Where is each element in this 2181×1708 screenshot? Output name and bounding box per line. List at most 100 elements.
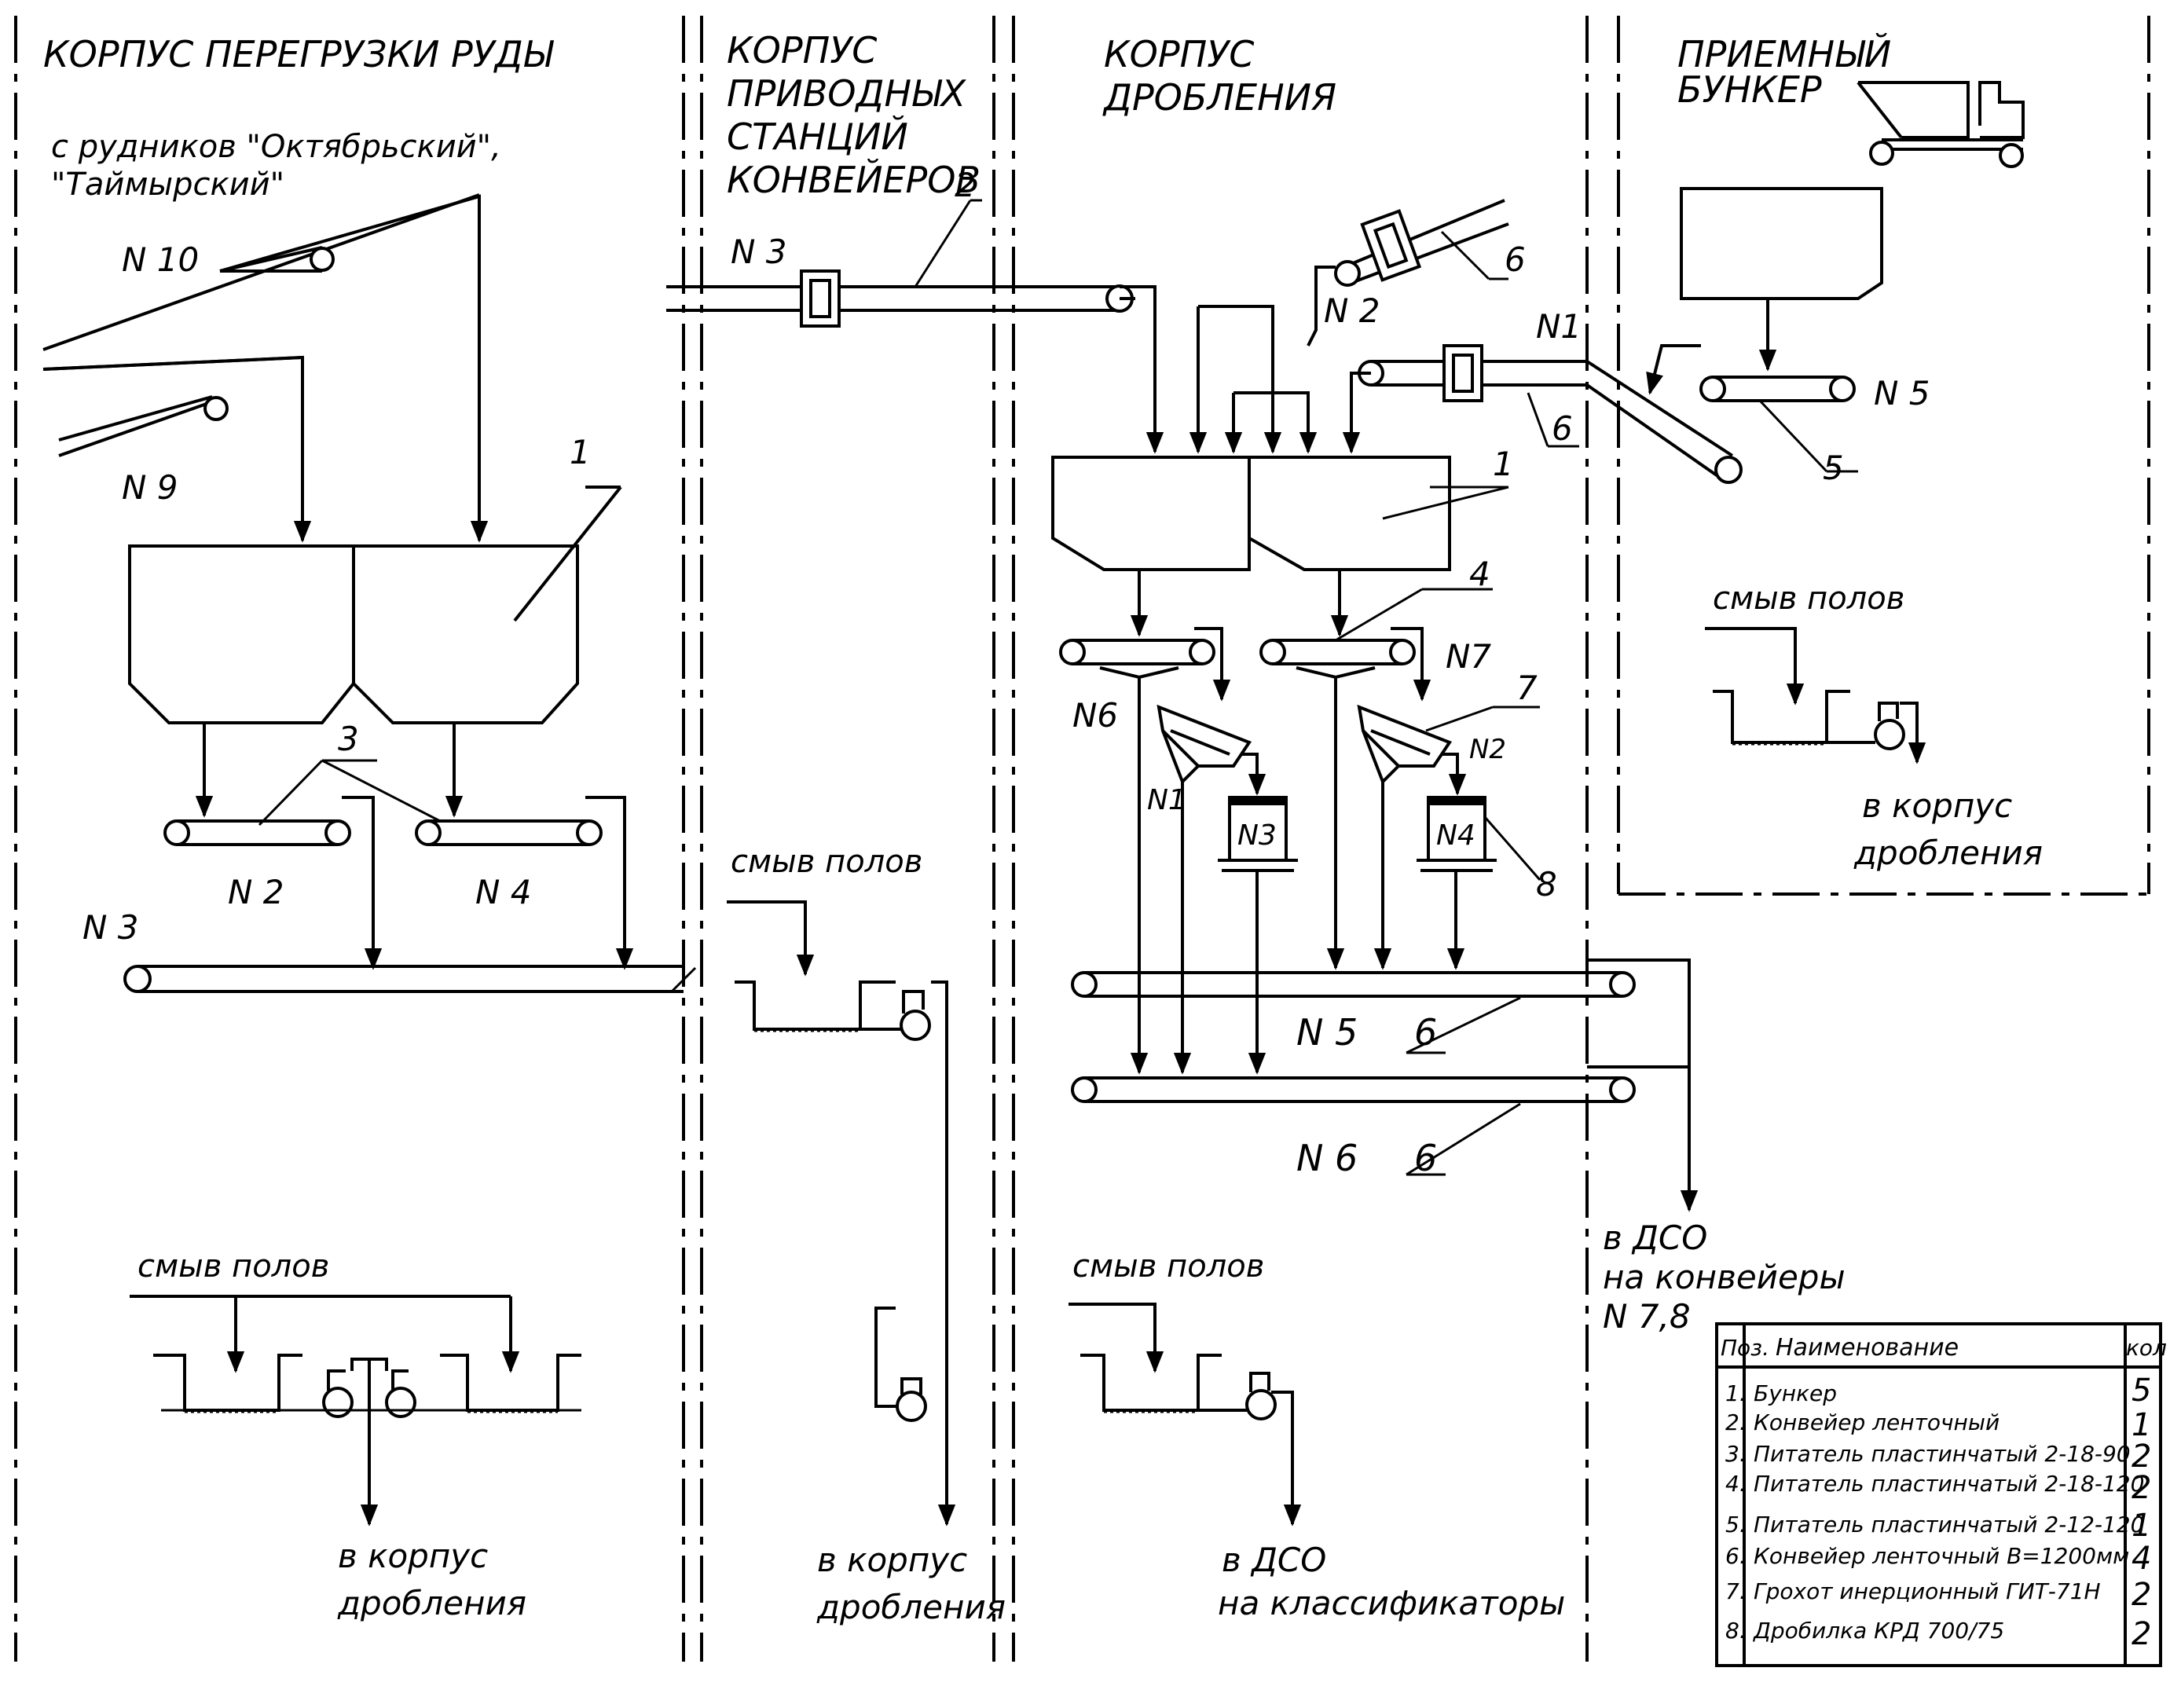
section-crushing-line-1: КОРПУС: [1104, 33, 1254, 75]
table-row: 7. Грохот инерционный ГИТ-71Н 2: [1725, 1577, 2151, 1613]
svg-text:5.: 5.: [1725, 1512, 1747, 1538]
svg-text:Питатель пластинчатый 2-18-90: Питатель пластинчатый 2-18-90: [1754, 1441, 2131, 1467]
dest-mid-line-2: дробления: [816, 1588, 1006, 1626]
receiving-bunker-area: N 5 5 смыв полов в корпус дробления: [1646, 81, 2043, 872]
label-n6-a: N6: [1072, 696, 1118, 735]
svg-text:Питатель пластинчатый 2-18-120: Питатель пластинчатый 2-18-120: [1754, 1471, 2144, 1497]
floor-wash-crushing: смыв полов в ДСО на классификаторы: [1069, 1248, 1565, 1622]
svg-text:2: 2: [2132, 1470, 2151, 1506]
label-pos-3: 3: [338, 720, 359, 758]
dest-mid-line-1: в корпус: [817, 1541, 967, 1579]
table-row: 2. Конвейер ленточный 1: [1725, 1407, 2151, 1443]
bunker-pair-left: 1: [128, 433, 622, 724]
svg-text:Питатель пластинчатый 2-12-120: Питатель пластинчатый 2-12-120: [1754, 1512, 2144, 1538]
label-n2-left: N 2: [228, 873, 284, 911]
floor-wash-middle: смыв полов в корпус дробления: [727, 844, 1006, 1626]
svg-text:7.: 7.: [1725, 1578, 1747, 1604]
dest-left-line-2: дробления: [337, 1584, 526, 1622]
label-pos-5: 5: [1823, 449, 1844, 487]
floor-wash-crushing-label: смыв полов: [1072, 1248, 1264, 1285]
svg-text:5: 5: [2132, 1373, 2151, 1409]
conveyor-n2-top: 6 N 2: [1324, 199, 1526, 330]
svg-text:2: 2: [2132, 1577, 2151, 1613]
specification-table: Поз. Наименование кол 1. Бункер 5 2. Кон…: [1715, 1322, 2167, 1667]
table-row: 6. Конвейер ленточный В=1200мм 4: [1725, 1541, 2151, 1577]
svg-text:8.: 8.: [1725, 1618, 1747, 1644]
floor-wash-mid-label: смыв полов: [731, 844, 922, 880]
label-pos-6c: 6: [1414, 1011, 1437, 1054]
dest-right-line-2: дробления: [1853, 834, 2043, 872]
label-n3-mid: N 3: [731, 233, 787, 271]
svg-text:6.: 6.: [1725, 1543, 1747, 1569]
section-crushing-line-2: ДРОБЛЕНИЯ: [1102, 76, 1336, 119]
svg-text:2: 2: [2132, 1439, 2151, 1475]
label-n7: N7: [1446, 637, 1491, 676]
svg-text:Конвейер ленточный: Конвейер ленточный: [1754, 1409, 2000, 1435]
svg-text:Бункер: Бункер: [1754, 1380, 1837, 1406]
svg-text:2: 2: [2132, 1616, 2151, 1652]
svg-text:4: 4: [2132, 1541, 2151, 1577]
dest-dso-conv-line-3: N 7,8: [1603, 1297, 1691, 1336]
source-note-line-2: "Таймырский": [51, 167, 284, 203]
label-pos-2: 2: [955, 166, 976, 204]
svg-text:Дробилка КРД 700/75: Дробилка КРД 700/75: [1752, 1618, 2004, 1644]
label-pos-1a: 1: [570, 433, 591, 471]
dest-dso-conv-line-1: в ДСО: [1603, 1219, 1707, 1257]
svg-text:Грохот инерционный ГИТ-71Н: Грохот инерционный ГИТ-71Н: [1754, 1578, 2101, 1604]
feeder-n6: N6: [1059, 627, 1231, 735]
label-n9: N 9: [122, 468, 178, 507]
conveyor-n1-top: N1 6: [1358, 307, 1743, 484]
drive-stations-area: N 3 2 смыв полов в корпус дробления: [666, 166, 1134, 1626]
label-pos-1b: 1: [1493, 445, 1514, 483]
floor-wash-left-label: смыв полов: [137, 1248, 329, 1285]
conveyor-n10: N 10: [42, 193, 480, 351]
label-n1-mid: N1: [1147, 784, 1186, 816]
section-drive-line-4: КОНВЕЙЕРОВ: [727, 159, 981, 201]
floor-wash-right: смыв полов в корпус дробления: [1705, 581, 2043, 872]
section-drive-line-1: КОРПУС: [727, 29, 877, 71]
svg-text:2.: 2.: [1725, 1409, 1747, 1435]
label-n5-right: N 5: [1874, 374, 1930, 412]
section-bunker-line-2: БУНКЕР: [1677, 68, 1822, 111]
svg-text:4.: 4.: [1725, 1471, 1747, 1497]
table-row: 3. Питатель пластинчатый 2-18-90 2: [1725, 1439, 2151, 1475]
section-ore-transfer: КОРПУС ПЕРЕГРУЗКИ РУДЫ: [43, 33, 555, 75]
label-n5-conv: N 5: [1296, 1011, 1358, 1054]
table-header-name: Наименование: [1776, 1334, 1959, 1362]
ore-transfer-area: с рудников "Октябрьский", "Таймырский" N…: [42, 129, 697, 1622]
section-drive-line-3: СТАНЦИЙ: [727, 115, 908, 158]
feeder-n2: N 2: [163, 819, 351, 911]
feeder-n4: N 4: [415, 819, 603, 911]
section-titles: КОРПУС ПЕРЕГРУЗКИ РУДЫ КОРПУС ПРИВОДНЫХ …: [43, 29, 1891, 201]
label-pos-8: 8: [1536, 865, 1557, 903]
table-header-pos: Поз.: [1721, 1335, 1769, 1361]
table-header-qty: кол: [2126, 1335, 2167, 1361]
dump-truck-icon: [1857, 81, 2025, 168]
label-n1-top: N1: [1536, 307, 1582, 346]
feeder-n5-right: N 5 5: [1699, 374, 1930, 487]
dest-dso-class-line-1: в ДСО: [1222, 1541, 1326, 1579]
crusher-n3: N3: [1218, 796, 1298, 1075]
table-row: 1. Бункер 5: [1725, 1373, 2151, 1409]
label-n3-left: N 3: [82, 908, 139, 947]
label-n4-crusher: N4: [1436, 819, 1475, 852]
feeder-n7: N7 4: [1259, 555, 1493, 702]
label-pos-6d: 6: [1414, 1137, 1437, 1179]
bunker-pair-crushing: 1: [1051, 445, 1514, 571]
label-n4-left: N 4: [475, 873, 532, 911]
screen-left: [1156, 704, 1266, 796]
svg-text:1: 1: [2132, 1407, 2151, 1443]
section-boundaries: [14, 16, 2150, 1662]
label-n10: N 10: [122, 240, 199, 279]
section-bunker-line-1: ПРИЕМНЫЙ: [1677, 33, 1891, 75]
label-pos-4: 4: [1469, 555, 1490, 593]
table-row: 4. Питатель пластинчатый 2-18-120 2: [1725, 1470, 2151, 1506]
crushing-area: 6 N 2 N1 6: [1051, 199, 1846, 1622]
conveyor-n3-lower: N 3: [82, 908, 697, 993]
label-pos-7: 7: [1516, 669, 1538, 707]
floor-wash-left: смыв полов в корпус дробления: [130, 1248, 581, 1622]
floor-wash-right-label: смыв полов: [1713, 581, 1904, 617]
label-n3-crusher: N3: [1237, 819, 1277, 852]
svg-text:Конвейер ленточный В=1200мм: Конвейер ленточный В=1200мм: [1754, 1543, 2129, 1569]
